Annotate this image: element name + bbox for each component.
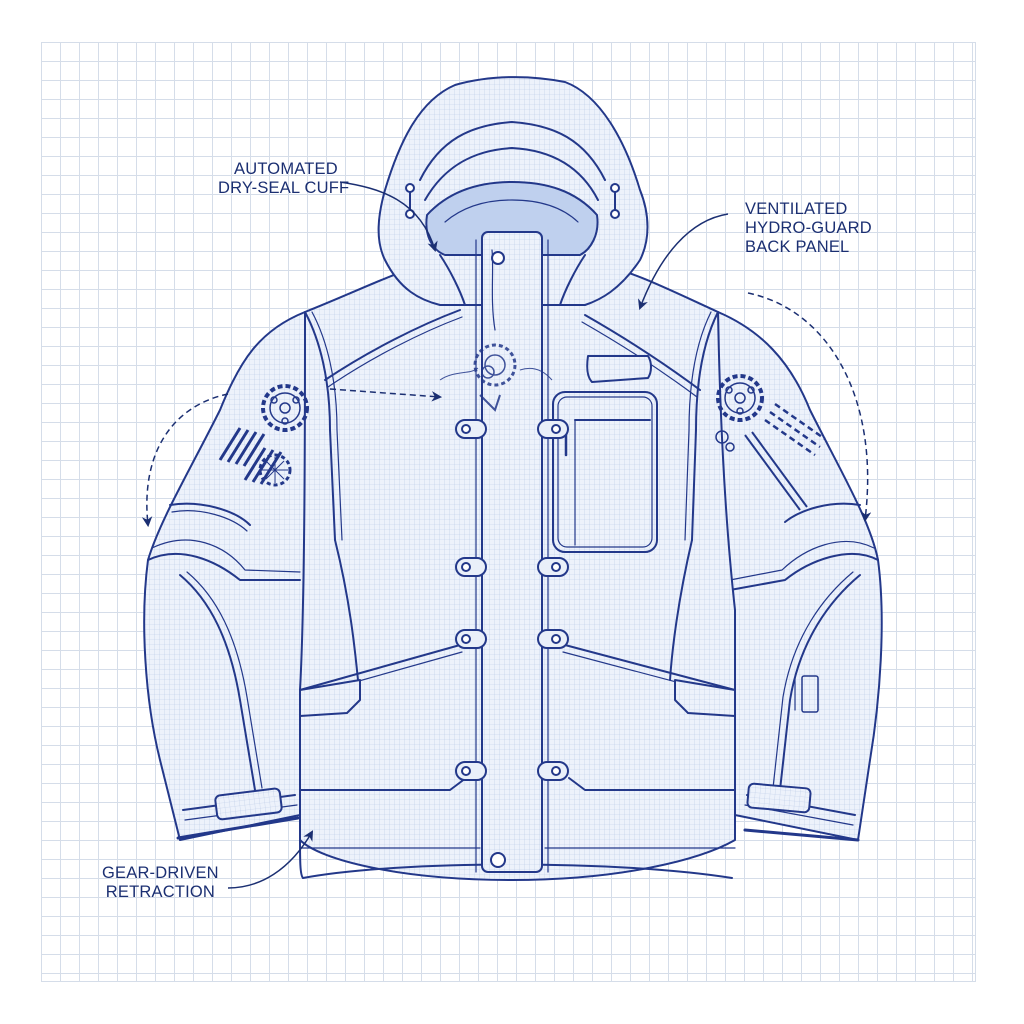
- sleeve-gear-mechanisms: [218, 343, 826, 511]
- gear-leader-arrow-icon: [227, 830, 314, 889]
- callout-line: AUTOMATED: [234, 160, 338, 178]
- chest-gear-mechanism-icon: [439, 343, 553, 412]
- motion-arrows: [141, 292, 872, 528]
- left-rotation-arrow-icon: [141, 393, 229, 528]
- cuff-leader-arrow-icon: [339, 181, 438, 253]
- left-gear-assembly-icon: [218, 384, 309, 487]
- callout-line: BACK PANEL: [745, 238, 850, 256]
- left-sleeve: [143, 311, 336, 841]
- dashed-indicator-arrow-icon: [329, 388, 443, 402]
- placket-snaps: [455, 251, 569, 868]
- chest-pocket: [552, 355, 658, 553]
- callout-leaders: [227, 181, 729, 889]
- callout-gear-driven-retraction: GEAR-DRIVEN RETRACTION: [102, 864, 219, 902]
- hood: [377, 76, 649, 306]
- front-placket: [475, 231, 549, 873]
- callout-line: GEAR-DRIVEN: [102, 864, 219, 882]
- callout-line: VENTILATED: [745, 200, 848, 218]
- callout-ventilated-hydro-guard-back-panel: VENTILATED HYDRO-GUARD BACK PANEL: [745, 200, 872, 257]
- callout-line: DRY-SEAL CUFF: [218, 179, 350, 197]
- callout-line: HYDRO-GUARD: [745, 219, 872, 237]
- callout-automated-dry-seal-cuff: AUTOMATED DRY-SEAL CUFF: [218, 160, 350, 198]
- callout-line: RETRACTION: [105, 883, 216, 901]
- right-gear-assembly-icon: [715, 374, 826, 511]
- back-panel-leader-arrow-icon: [638, 213, 729, 310]
- right-rotation-arrow-icon: [747, 292, 872, 523]
